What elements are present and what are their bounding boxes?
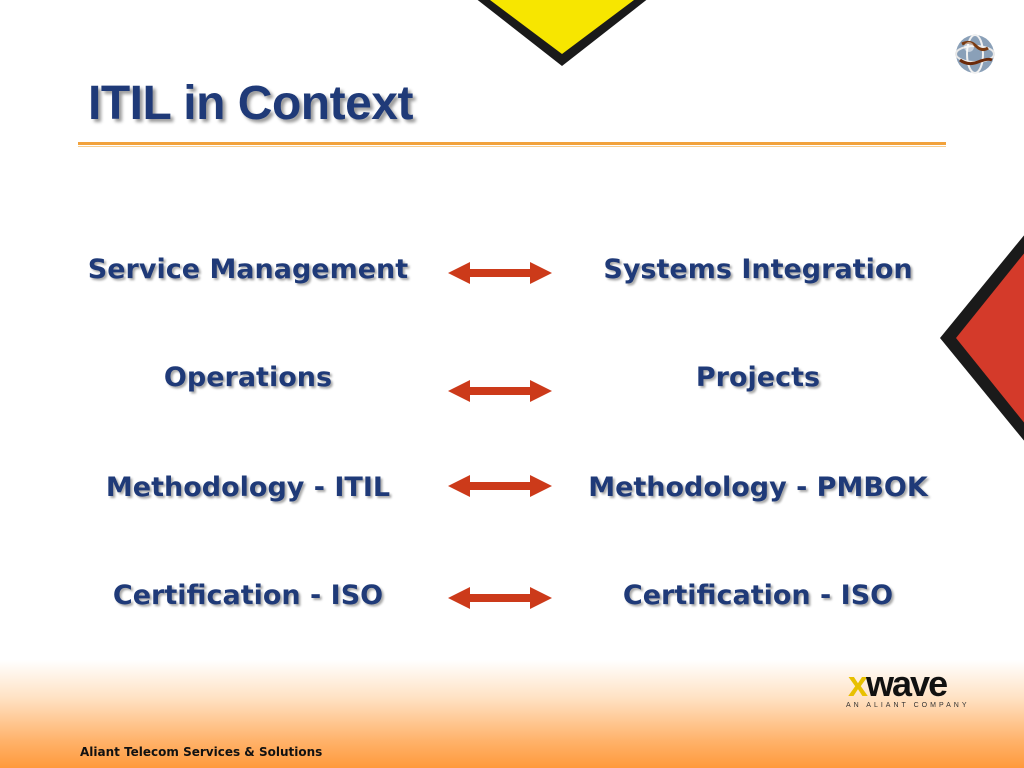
term-left-service-management: Service Management (87, 254, 409, 285)
red-diamond-decoration (940, 235, 1024, 441)
slide-title: ITIL in Context (88, 77, 413, 130)
double-arrow-icon (448, 262, 552, 284)
double-arrow-icon (448, 380, 552, 402)
term-right-projects: Projects (695, 362, 821, 393)
title-underline (78, 142, 946, 145)
logo-wordmark: xwave (848, 663, 948, 704)
term-left-certification-iso: Certification - ISO (112, 580, 384, 611)
yellow-diamond-decoration (477, 0, 647, 66)
logo-tagline: AN ALIANT COMPANY (846, 702, 970, 709)
title-underline-light (78, 146, 946, 147)
footer-company: Aliant Telecom Services & Solutions (80, 745, 323, 759)
logo-x: x (848, 663, 868, 704)
double-arrow-icon (448, 587, 552, 609)
globe-icon (955, 34, 995, 74)
term-right-methodology-pmbok: Methodology - PMBOK (588, 472, 928, 503)
term-left-operations: Operations (163, 362, 333, 393)
term-right-certification-iso: Certification - ISO (622, 580, 894, 611)
logo-wave: wave (866, 663, 948, 704)
xwave-logo: xwave AN ALIANT COMPANY (844, 664, 980, 710)
double-arrow-icon (448, 475, 552, 497)
term-left-methodology-itil: Methodology - ITIL (105, 472, 391, 503)
term-right-systems-integration: Systems Integration (603, 254, 913, 285)
footer-gradient (0, 660, 1024, 768)
